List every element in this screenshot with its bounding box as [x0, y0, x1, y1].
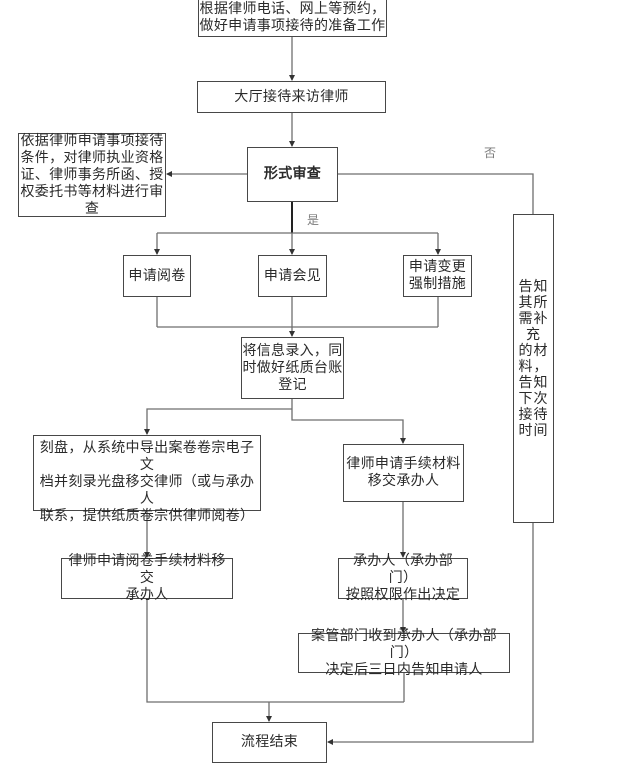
node-transfer-materials: 律师申请手续材料 移交承办人	[343, 444, 464, 502]
connector-record-to-transfer-materials	[291, 399, 406, 444]
node-apply-meet: 申请会见	[258, 255, 327, 297]
node-formal-review: 形式审查	[247, 147, 338, 202]
node-transfer-materials-text: 律师申请手续材料 移交承办人	[346, 456, 461, 489]
node-transfer-read-materials: 律师申请阅卷手续材料移交 承办人	[61, 553, 233, 603]
connector-formal-review-no-branch	[338, 173, 534, 214]
node-end: 流程结束	[212, 722, 327, 763]
node-notify: 案管部门收到承办人（承办部门） 决定后三日内告知申请人	[298, 628, 510, 678]
node-transfer-read-materials-text: 律师申请阅卷手续材料移交 承办人	[68, 553, 226, 603]
node-notify-text: 案管部门收到承办人（承办部门） 决定后三日内告知申请人	[311, 627, 497, 678]
node-prepare-text: 根据律师电话、网上等预约， 做好申请事项接待的准备工作	[199, 0, 386, 34]
node-end-text: 流程结束	[240, 734, 299, 750]
node-review-criteria-text: 依据律师申请事项接待 条件，对律师执业资格 证、律师事务所函、授 权委托书等材料…	[20, 132, 164, 217]
node-decision-text: 承办人（承办部门） 按照权限作出决定	[345, 553, 461, 603]
node-apply-change-text: 申请变更 强制措施	[408, 259, 467, 292]
label-no: 否	[484, 146, 497, 160]
node-review-criteria: 依据律师申请事项接待 条件，对律师执业资格 证、律师事务所函、授 权委托书等材料…	[18, 133, 166, 217]
node-reception-text: 大厅接待来访律师	[234, 88, 349, 105]
node-decision: 承办人（承办部门） 按照权限作出决定	[338, 553, 468, 603]
node-apply-read: 申请阅卷	[123, 255, 191, 297]
node-burn-disc-text: 刻盘，从系统中导出案卷卷宗电子文 档并刻录光盘移交律师（或与承办人 联系，提供纸…	[39, 440, 255, 524]
node-apply-change: 申请变更 强制措施	[403, 255, 472, 297]
node-apply-read-text: 申请阅卷	[128, 267, 186, 284]
connector-record-to-burn-disc	[144, 408, 292, 435]
node-inform-supplement: 告知 其所 需补 充 的材 料， 告知 下次 接待 时间	[513, 214, 554, 523]
node-burn-disc: 刻盘，从系统中导出案卷卷宗电子文 档并刻录光盘移交律师（或与承办人 联系，提供纸…	[33, 435, 261, 524]
node-inform-supplement-text: 告知 其所 需补 充 的材 料， 告知 下次 接待 时间	[518, 278, 549, 439]
node-formal-review-text: 形式审查	[263, 166, 322, 182]
connector-transfer-read-merge	[146, 599, 404, 703]
node-prepare: 根据律师电话、网上等预约， 做好申请事项接待的准备工作	[198, 0, 387, 37]
label-yes: 是	[307, 213, 320, 227]
node-record-text: 将信息录入，同 时做好纸质台账 登记	[242, 342, 343, 393]
node-record: 将信息录入，同 时做好纸质台账 登记	[241, 337, 344, 399]
node-apply-meet-text: 申请会见	[263, 267, 322, 284]
node-reception: 大厅接待来访律师	[197, 81, 386, 113]
connector-inform-to-end	[327, 523, 534, 745]
